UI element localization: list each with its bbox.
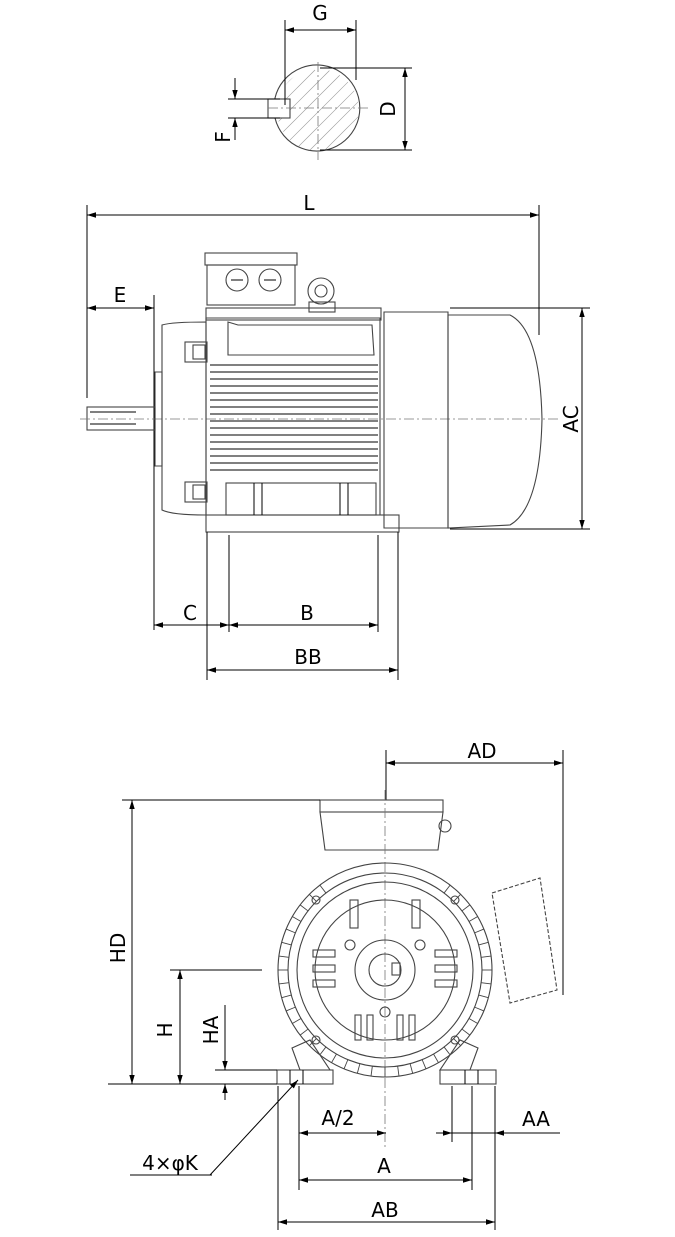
- radial-fin: [468, 916, 478, 922]
- label-AB: AB: [371, 1198, 398, 1222]
- label-G: G: [312, 1, 328, 25]
- radial-fin: [409, 1063, 414, 1074]
- label-A: A: [377, 1154, 391, 1178]
- radial-fin: [468, 1018, 478, 1024]
- radial-fin: [292, 1018, 302, 1024]
- radial-fin: [281, 941, 292, 946]
- motor-front-view: AD: [106, 739, 564, 1230]
- radial-fin: [443, 884, 451, 894]
- shaft-section-view: G D F: [211, 1, 412, 160]
- label-HA: HA: [199, 1015, 223, 1044]
- radial-fin: [285, 928, 296, 934]
- label-BB: BB: [294, 645, 321, 669]
- radial-fin: [453, 1038, 461, 1046]
- radial-fin: [292, 916, 302, 922]
- label-C: C: [183, 601, 197, 625]
- radial-fin: [443, 1046, 451, 1056]
- radial-fin: [285, 1006, 296, 1012]
- radial-fin: [281, 994, 292, 999]
- radial-fin: [461, 1028, 471, 1036]
- label-AA: AA: [522, 1107, 550, 1131]
- radial-fin: [309, 894, 317, 902]
- radial-fin: [278, 955, 289, 958]
- label-F: F: [211, 131, 235, 143]
- label-4xK: 4×φK: [142, 1151, 199, 1175]
- radial-fin: [343, 1059, 349, 1070]
- radial-fin: [397, 1066, 400, 1077]
- motor-side-view: L E: [80, 191, 590, 680]
- label-B: B: [300, 601, 314, 625]
- radial-fin: [299, 1028, 309, 1036]
- radial-fin: [474, 1006, 485, 1012]
- label-AD: AD: [467, 739, 496, 763]
- radial-fin: [478, 941, 489, 946]
- label-E: E: [114, 283, 127, 307]
- radial-fin: [481, 982, 492, 985]
- radial-fin: [474, 928, 485, 934]
- radial-fins: [278, 884, 492, 1077]
- radial-fin: [309, 1038, 317, 1046]
- label-HD: HD: [106, 933, 130, 963]
- radial-fin: [478, 994, 489, 999]
- label-AC: AC: [559, 405, 583, 432]
- radial-fin: [299, 904, 309, 912]
- label-A-half: A/2: [321, 1106, 354, 1130]
- radial-fin: [319, 1046, 327, 1056]
- radial-fin: [356, 1063, 361, 1074]
- cooling-fins: [210, 364, 378, 471]
- radial-fin: [461, 904, 471, 912]
- radial-fin: [278, 982, 289, 985]
- front-vents: [312, 899, 458, 1041]
- label-D: D: [376, 101, 400, 116]
- radial-fin: [331, 1053, 337, 1063]
- radial-fin: [453, 894, 461, 902]
- radial-fin: [433, 1053, 439, 1063]
- radial-fin: [319, 884, 327, 894]
- radial-fin: [370, 1066, 373, 1077]
- label-L: L: [303, 191, 315, 215]
- radial-fin: [421, 1059, 427, 1070]
- label-H: H: [153, 1022, 177, 1037]
- radial-fin: [481, 955, 492, 958]
